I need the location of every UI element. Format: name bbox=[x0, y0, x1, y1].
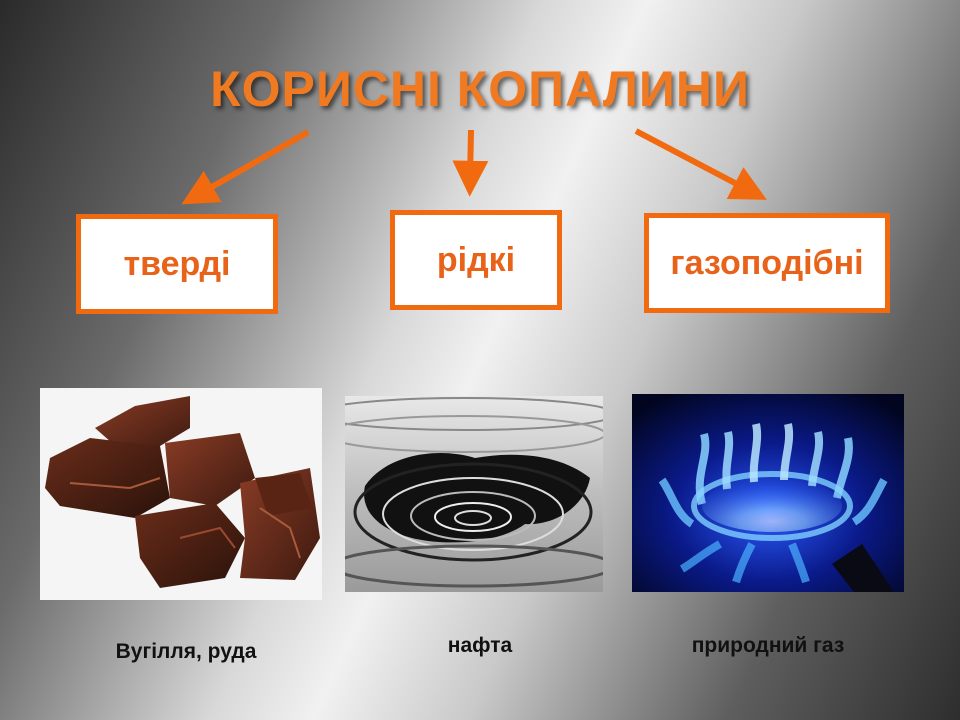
category-box-solid: тверді bbox=[76, 214, 278, 314]
category-box-liquid: рідкі bbox=[390, 210, 562, 310]
caption-gas: природний газ bbox=[691, 634, 845, 657]
category-label-gas: газоподібні bbox=[670, 243, 864, 282]
caption-solid: Вугілля, руда bbox=[115, 640, 257, 663]
arrow-to-gas bbox=[634, 128, 767, 200]
oil-drop-photo bbox=[345, 396, 603, 592]
category-label-solid: тверді bbox=[123, 244, 231, 283]
flame-ring bbox=[658, 423, 888, 584]
arrow-to-solid bbox=[181, 129, 310, 205]
coal-ore-photo bbox=[40, 388, 322, 600]
category-box-gas: газоподібні bbox=[644, 213, 890, 313]
gas-flame-photo bbox=[632, 394, 904, 592]
category-label-liquid: рідкі bbox=[436, 240, 516, 279]
caption-liquid: нафта bbox=[447, 634, 513, 657]
arrow-to-liquid bbox=[452, 129, 489, 197]
slide-title: КОРИСНІ КОПАЛИНИ bbox=[210, 61, 750, 117]
